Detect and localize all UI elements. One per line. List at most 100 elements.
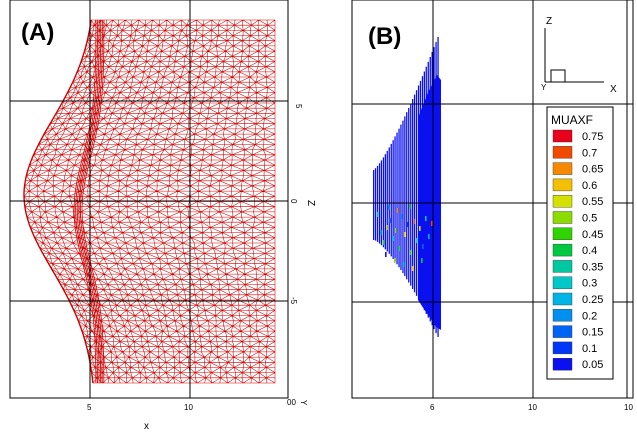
legend-swatch <box>552 178 573 192</box>
x-tick-10: 10 <box>184 403 193 412</box>
contour-hotspot <box>397 208 399 213</box>
x-axis-title: x <box>144 421 149 432</box>
contour-hotspot <box>403 262 405 267</box>
color-legend: MUAXF 0.75 0.7 0.65 0.6 0.55 0.5 0.45 0.4 0.35 0.… <box>546 106 614 380</box>
b-x-tick-10: 10 <box>528 403 537 412</box>
legend-swatch <box>552 292 573 306</box>
legend-swatch <box>552 341 573 355</box>
contour-hotspot <box>410 250 412 255</box>
legend-value: 0.7 <box>582 147 597 159</box>
contour-stripe <box>398 128 400 268</box>
legend-value: 0.1 <box>582 343 597 355</box>
contour-hotspot <box>385 252 387 257</box>
contour-stripe <box>392 140 394 259</box>
contour-stripe <box>400 124 402 270</box>
z-tick-0: 0 <box>289 199 298 204</box>
contour-hotspot <box>377 212 379 217</box>
panel-a-frame <box>9 0 289 399</box>
legend-swatch <box>552 194 573 208</box>
legend-value: 0.15 <box>582 327 603 339</box>
contour-hotspot <box>380 230 382 235</box>
mesh-elements <box>23 19 276 384</box>
contour-hotspot <box>416 238 418 243</box>
contour-hotspot <box>425 216 427 221</box>
legend-value: 0.35 <box>582 261 603 273</box>
legend-value: 0.4 <box>582 245 597 257</box>
legend-swatch <box>552 309 573 322</box>
contour-stripe <box>388 147 390 254</box>
legend-swatch <box>552 129 573 143</box>
corner-label-00: 00 <box>287 398 296 407</box>
z-tick-neg5: -5 <box>289 297 298 305</box>
legend-swatch <box>552 146 573 159</box>
contour-hotspot <box>389 218 391 223</box>
contour-hotspot <box>383 240 385 245</box>
contour-stripe <box>410 103 412 286</box>
b-x-tick-6: 6 <box>430 403 435 412</box>
contour-stripe <box>415 90 418 296</box>
axis-triad: Z Y X <box>541 16 617 95</box>
contour-stripe <box>413 94 416 293</box>
legend-value: 0.45 <box>582 229 603 241</box>
legend-title: MUAXF <box>551 113 593 127</box>
contour-hotspot <box>421 258 423 263</box>
legend-swatch <box>552 211 573 224</box>
legend-value: 0.6 <box>582 180 597 192</box>
triad-y-label: Y <box>541 83 547 92</box>
contour-hotspot <box>395 228 397 233</box>
legend-value: 0.3 <box>582 278 597 290</box>
panel-a: 5 10 x 5 0 -5 Z 00 Y (A) <box>9 0 316 432</box>
corner-label-y: Y <box>299 400 308 406</box>
contour-hotspot <box>422 244 424 249</box>
legend-swatch <box>552 358 573 371</box>
legend-swatch <box>552 325 573 338</box>
contour-stripe <box>404 116 406 277</box>
legend-swatch <box>552 276 573 289</box>
contour-hotspot <box>413 219 415 224</box>
contour-hotspot <box>394 258 396 263</box>
contour-hotspot <box>392 236 394 241</box>
panel-b: 6 10 10 Z Y X MUAXF 0.75 0.7 0.65 0.6 0.55 0.… <box>351 0 634 412</box>
triad-z-label: Z <box>546 16 552 27</box>
contour-stripe <box>384 154 386 250</box>
contour-stripe <box>390 143 392 257</box>
contour-stripe <box>382 157 385 248</box>
z-tick-5: 5 <box>294 104 303 109</box>
z-axis-title: Z <box>305 200 316 206</box>
legend-swatch <box>552 260 573 273</box>
legend-value: 0.55 <box>582 196 603 208</box>
contour-hotspot <box>386 225 388 230</box>
legend-value: 0.25 <box>582 294 603 306</box>
contour-stripe <box>386 150 388 252</box>
panel-b-label: (B) <box>368 23 401 50</box>
legend-value: 0.05 <box>582 359 603 371</box>
contour-hotspot <box>419 226 421 231</box>
legend-value: 0.65 <box>582 164 603 176</box>
contour-hotspot <box>412 266 414 271</box>
contour-hotspot <box>388 205 390 210</box>
legend-value: 0.75 <box>582 131 603 143</box>
b-x-tick-10b: 10 <box>624 403 633 412</box>
contour-stripe <box>406 112 408 280</box>
triad-x-label: X <box>610 84 617 95</box>
contour-hotspot <box>409 204 411 209</box>
contour-stripe <box>373 170 375 240</box>
contour-hotspot <box>398 246 400 251</box>
x-tick-5: 5 <box>87 403 92 412</box>
legend-swatch <box>552 243 573 257</box>
contour-stripe <box>394 136 396 262</box>
legend-value: 0.2 <box>582 310 597 322</box>
contour-hotspot <box>407 222 409 227</box>
contour-stripe <box>396 132 398 265</box>
contour-stripe <box>402 120 404 274</box>
panel-a-label: (A) <box>21 19 54 46</box>
contour-hotspot <box>404 232 406 237</box>
legend-value: 0.5 <box>582 213 597 225</box>
contour-stripe <box>408 107 410 283</box>
contour-stripe <box>412 99 414 289</box>
contour-hotspot <box>431 221 433 226</box>
legend-swatch <box>552 162 573 175</box>
contour-hotspot <box>428 234 430 239</box>
contour-hotspot <box>401 214 403 219</box>
